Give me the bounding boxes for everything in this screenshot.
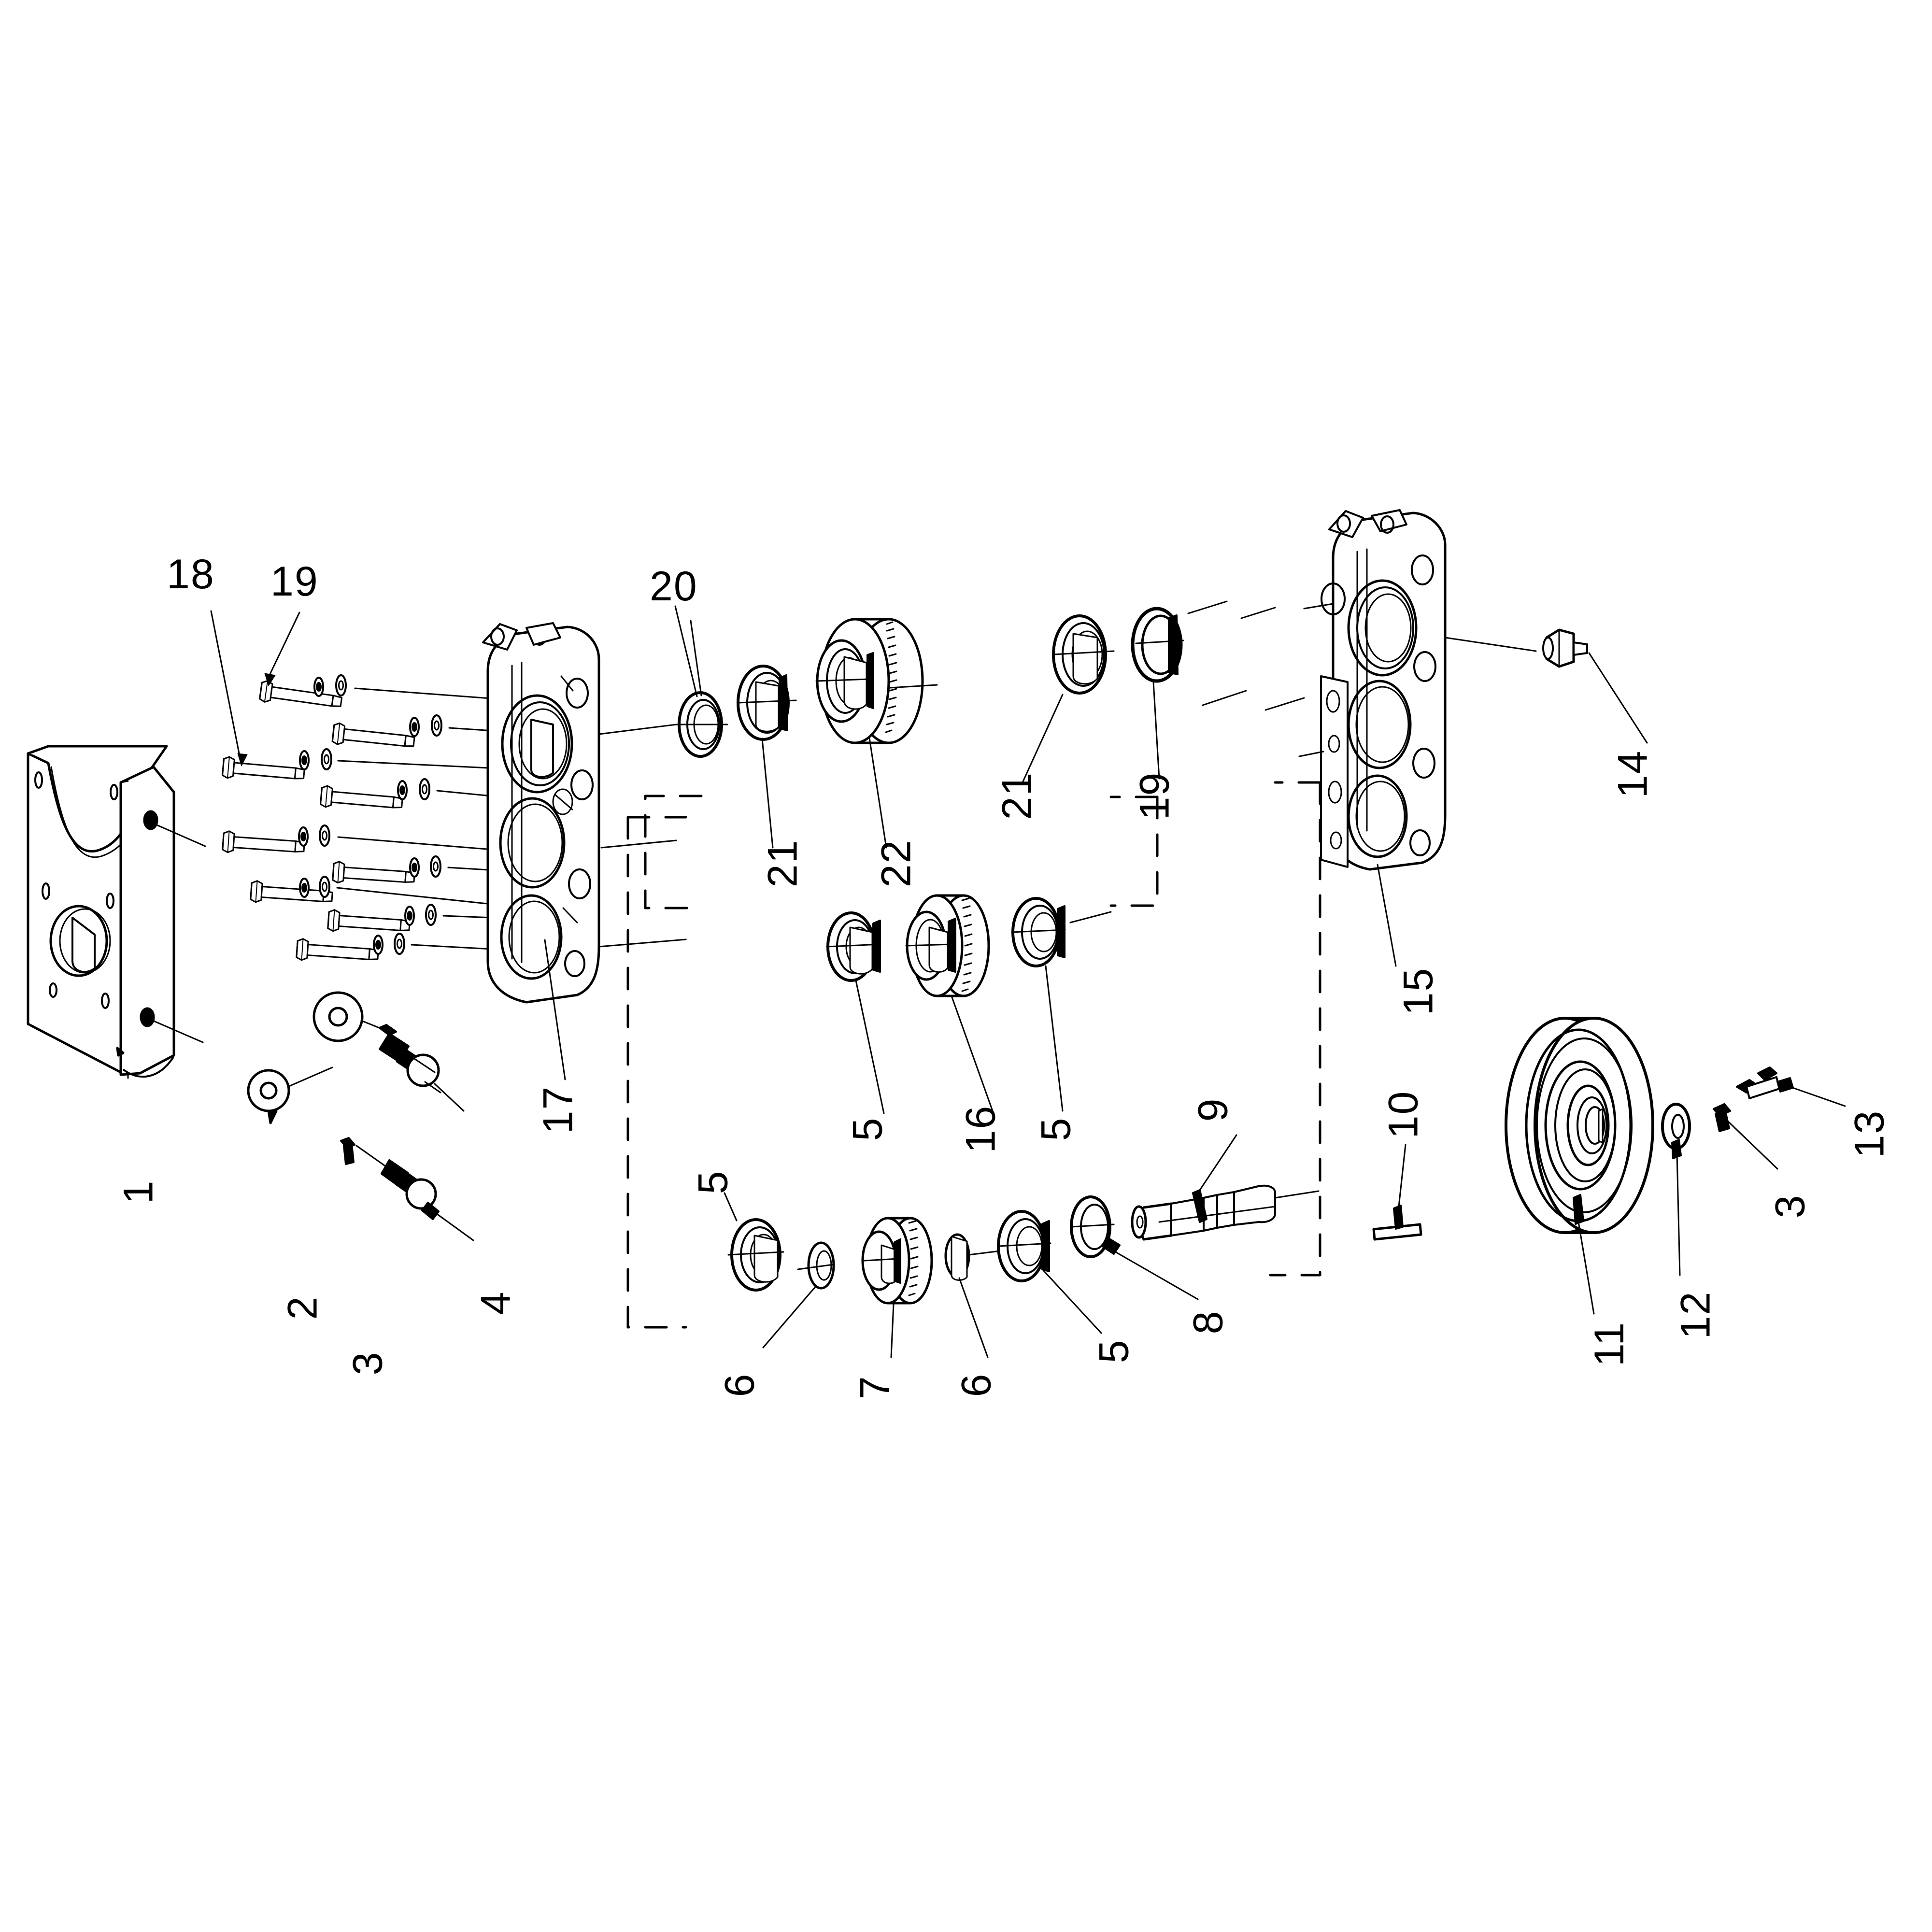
part-retaining-ring-6a: [762, 1241, 835, 1349]
callout-21a: 21: [759, 839, 806, 888]
part-mounting-bracket: [27, 745, 206, 1079]
callout-19a: 19: [270, 558, 319, 605]
callout-2: 2: [279, 1295, 326, 1320]
part-gearbox-housing-left-17: [482, 622, 687, 1080]
callout-12: 12: [1672, 1291, 1719, 1339]
part-drive-shaft-9: [1131, 1134, 1320, 1241]
part-bearing-21a: [737, 665, 797, 849]
part-drive-gear-22: [815, 618, 938, 849]
callout-10: 10: [1380, 1090, 1427, 1139]
callout-1: 1: [115, 1179, 162, 1204]
callout-22: 22: [873, 839, 920, 888]
part-v-belt-pulley-11: [1505, 1017, 1654, 1315]
callout-6a: 6: [716, 1373, 763, 1397]
part-bolt-13: [1713, 1066, 1846, 1170]
part-bearing-21b: [1022, 614, 1115, 782]
part-bearing-5d: [997, 1210, 1102, 1334]
callout-5d: 5: [1091, 1339, 1137, 1364]
callout-19b: 19: [1131, 771, 1178, 820]
part-woodruff-key-10: [1372, 1144, 1422, 1241]
part-idler-gear-16: [905, 894, 994, 1112]
callout-5b: 5: [844, 1117, 891, 1141]
callout-5a: 5: [690, 1170, 737, 1194]
callout-3b: 3: [1767, 1194, 1814, 1219]
callout-9: 9: [1190, 1097, 1236, 1122]
callout-21b: 21: [994, 771, 1040, 820]
callout-8: 8: [1185, 1310, 1232, 1335]
callout-13: 13: [1846, 1109, 1893, 1158]
part-large-washer: [313, 991, 383, 1042]
part-grease-fitting-4: [379, 1024, 465, 1112]
callout-14: 14: [1609, 750, 1656, 798]
part-short-bolt-3-left: [340, 1137, 474, 1241]
part-bearing-5b: [1011, 897, 1112, 1112]
callout-7: 7: [852, 1375, 898, 1400]
callout-17: 17: [535, 1085, 582, 1134]
part-pinion-gear-7: [861, 1217, 933, 1358]
callout-3a: 3: [344, 1351, 391, 1376]
part-washer-12: [1661, 1103, 1691, 1276]
callout-11: 11: [1586, 1321, 1633, 1367]
part-gearbox-housing-right-15: [1298, 509, 1537, 967]
top-left-arrowheads: [237, 673, 276, 767]
callout-5c: 5: [1033, 1117, 1080, 1141]
callout-20: 20: [650, 563, 698, 610]
callout-15: 15: [1395, 967, 1442, 1016]
part-flat-washer-2: [247, 1066, 333, 1124]
part-oil-seal-20: [674, 605, 728, 758]
part-bearing-5c: [724, 1192, 784, 1292]
part-retaining-ring-6b: [944, 1233, 1001, 1358]
dashed-grouping-boxes: [626, 781, 1321, 1329]
top-left-leaders: [210, 610, 702, 762]
part-bearing-5a: [826, 911, 885, 1114]
diagram-geometry: [27, 509, 1846, 1358]
callout-18: 18: [167, 551, 215, 597]
part-drain-plug-14: [1542, 628, 1648, 744]
part-oil-seal-19b: [1131, 607, 1184, 780]
callout-16: 16: [957, 1105, 1004, 1153]
callout-4: 4: [472, 1291, 519, 1315]
callout-6b: 6: [953, 1373, 1000, 1397]
part-thrust-washer-8: [1070, 1195, 1199, 1300]
bolt-assembly-row: [221, 674, 442, 966]
